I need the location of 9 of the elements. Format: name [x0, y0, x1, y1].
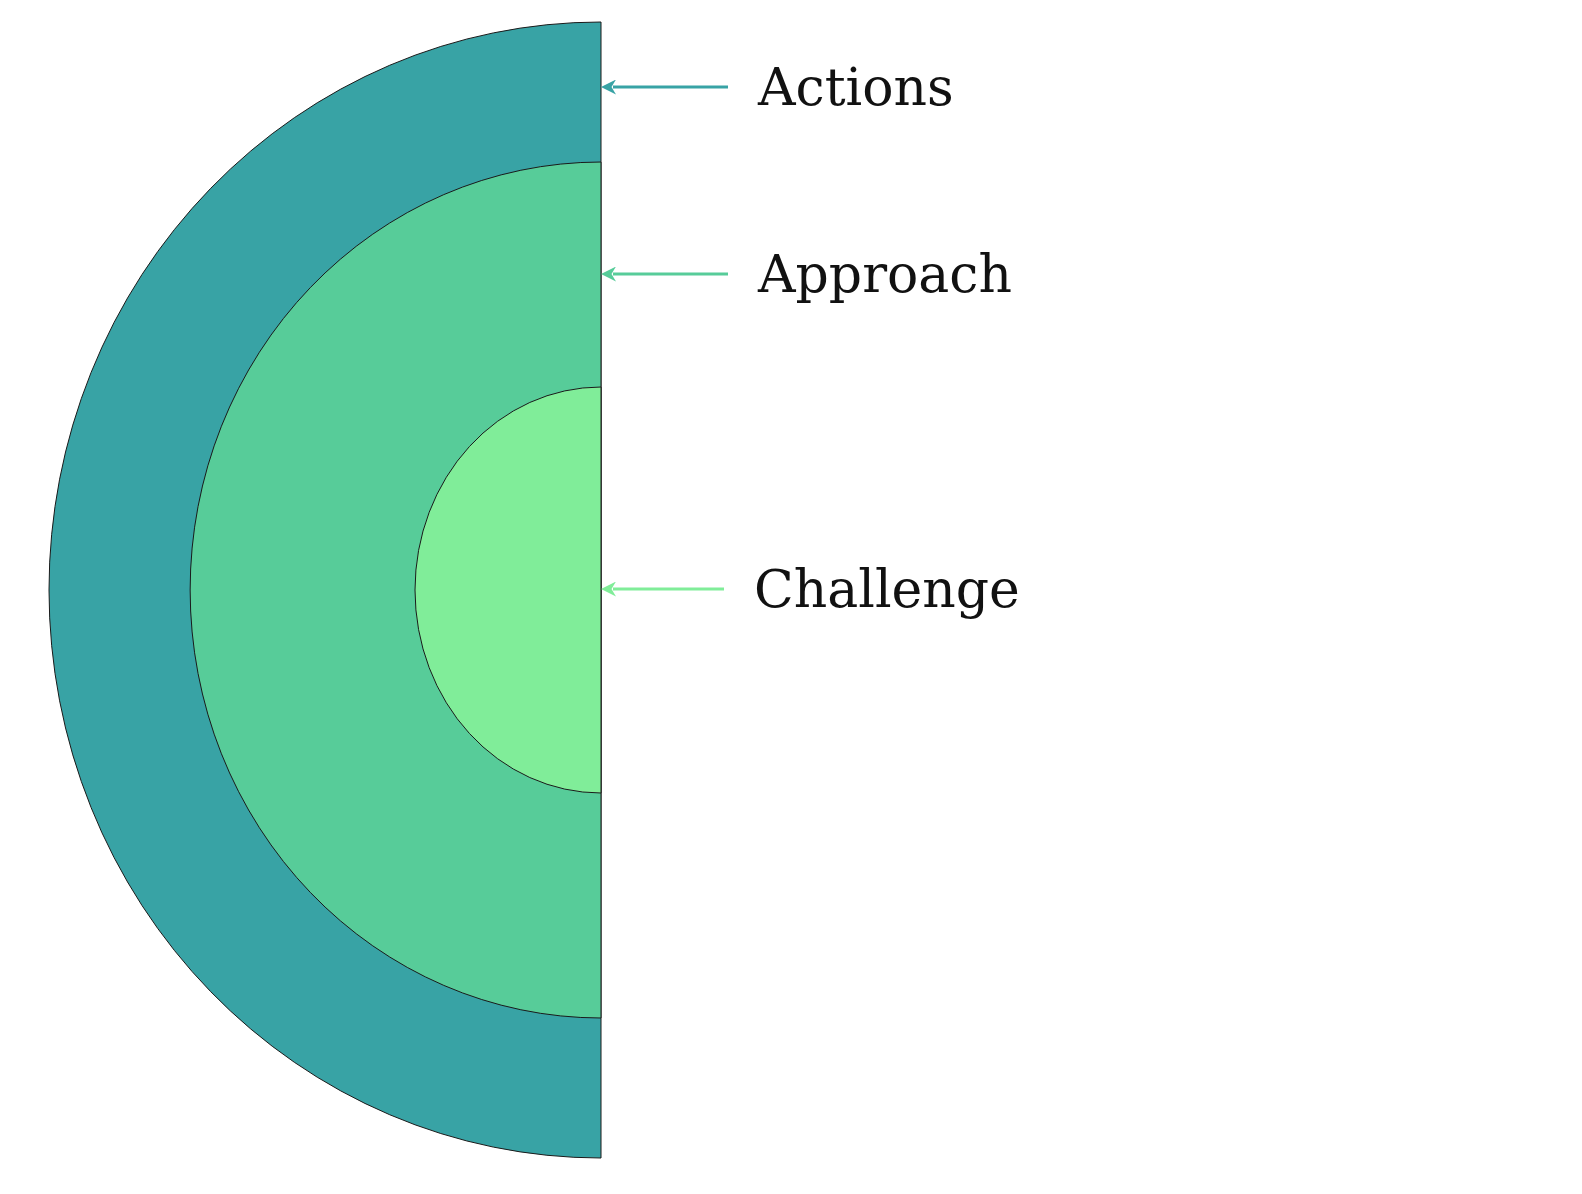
label-text: Challenge [754, 558, 1020, 621]
semicircle-ring [190, 162, 601, 1018]
arrow [601, 266, 728, 282]
semicircle-ring [49, 22, 601, 1158]
semicircle-ring [415, 387, 601, 793]
arrow [601, 581, 724, 597]
label-text: Approach [758, 243, 1012, 306]
arrow [601, 79, 728, 95]
label-text: Actions [758, 56, 954, 119]
